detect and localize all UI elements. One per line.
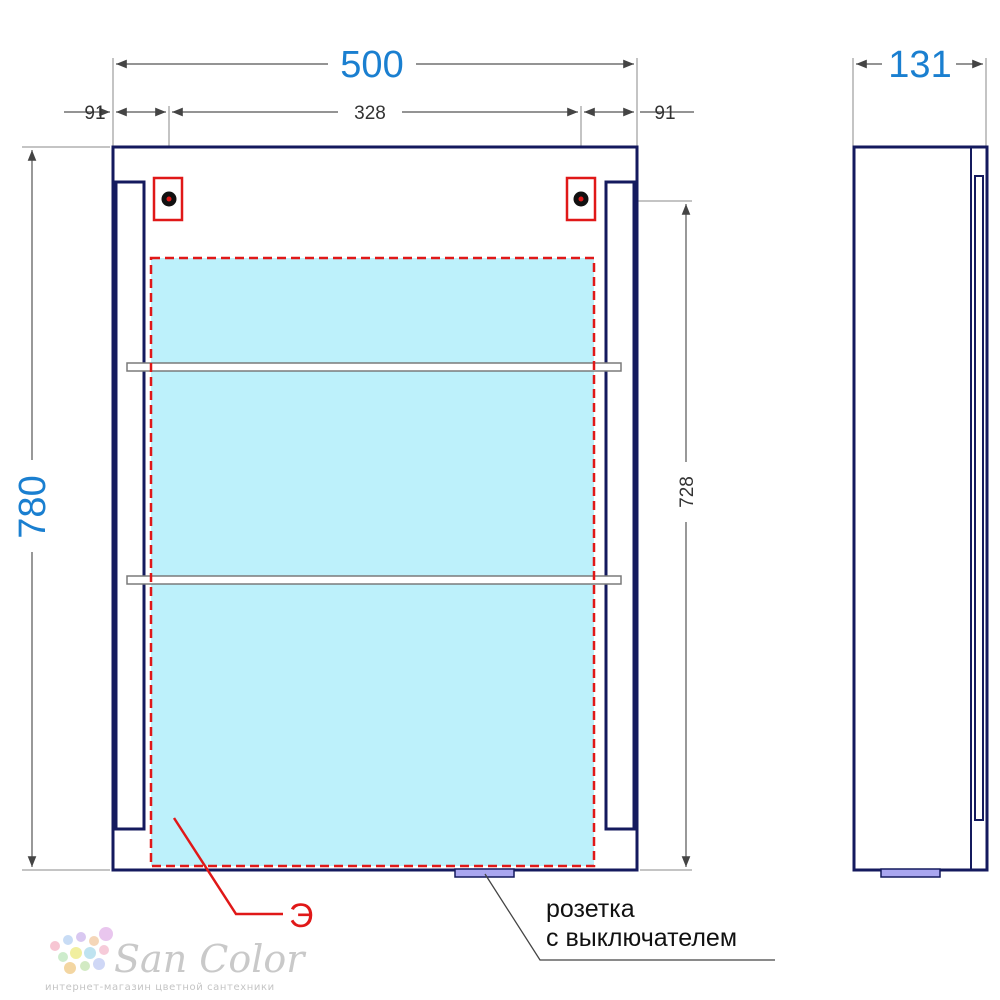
- mount-height-label: 728: [677, 476, 698, 508]
- socket-icon: [880, 868, 941, 878]
- front-view: 500 91 328 91 780 728: [12, 44, 775, 961]
- depth-label: 131: [888, 44, 951, 86]
- side-view: 131: [852, 44, 989, 878]
- socket-icon: [454, 868, 515, 878]
- total-width-label: 500: [340, 44, 403, 86]
- right-side-panel: [604, 180, 636, 831]
- right-offset-label: 91: [654, 103, 675, 124]
- door-edge: [974, 175, 984, 821]
- mirror-border: [149, 256, 596, 868]
- mounting-point-right: [565, 176, 597, 222]
- mounting-point-left: [152, 176, 184, 222]
- socket-leader-line: [484, 873, 775, 961]
- mirror-leader-line: [172, 817, 283, 916]
- watermark: San Color интернет-магазин цветной санте…: [45, 927, 307, 993]
- total-height-label: 780: [12, 475, 54, 538]
- socket-label-line2: с выключателем: [546, 924, 737, 952]
- brand-name: San Color: [114, 937, 307, 981]
- mirror-marker-label: Э: [289, 897, 313, 935]
- shelf: [126, 575, 622, 585]
- brand-tagline: интернет-магазин цветной сантехники: [45, 982, 275, 993]
- socket-label-line1: розетка: [546, 895, 635, 923]
- logo-dots-icon: [50, 927, 113, 974]
- left-offset-label: 91: [84, 103, 105, 124]
- side-body: [852, 145, 989, 872]
- mount-spacing-label: 328: [354, 103, 386, 124]
- left-side-panel: [114, 180, 146, 831]
- shelf: [126, 362, 622, 372]
- mirror-area: [151, 258, 594, 866]
